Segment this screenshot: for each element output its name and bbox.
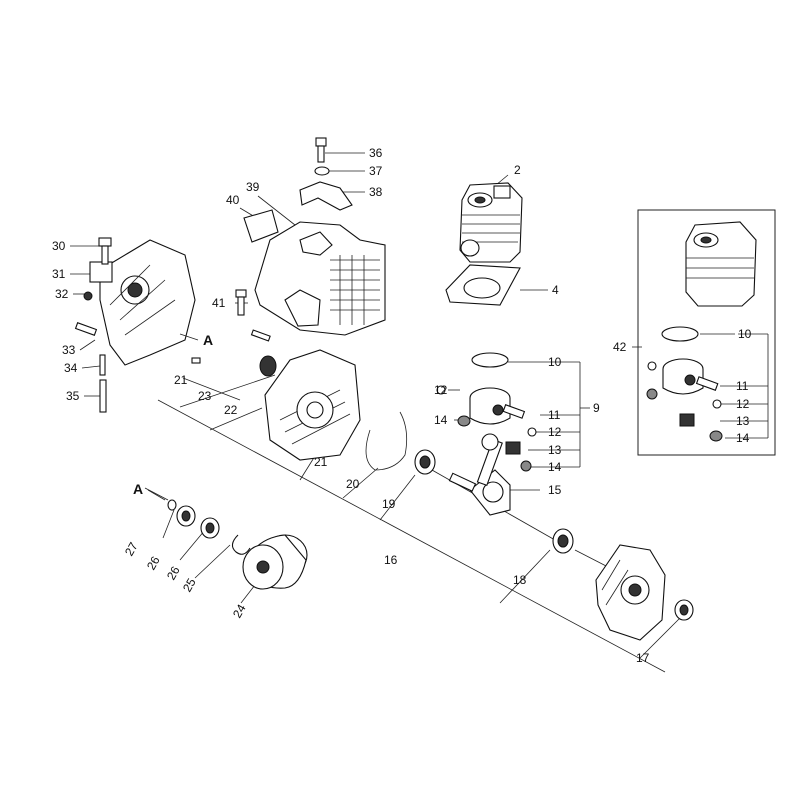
clip-12 — [436, 385, 446, 395]
callout-9: 9 — [593, 401, 600, 415]
callout-12c: 12 — [736, 397, 750, 411]
crankcase-left — [264, 349, 361, 461]
callout-14a: 14 — [434, 413, 448, 427]
kit-clip-b — [712, 399, 722, 409]
bolt-41 — [235, 289, 247, 316]
nut-32 — [83, 291, 93, 301]
needle-bearing-13 — [505, 441, 521, 455]
kit-ring — [661, 326, 699, 342]
callout-42: 42 — [613, 340, 627, 354]
callout-16: 16 — [384, 553, 398, 567]
callout-22: 22 — [224, 403, 238, 417]
callout-13a: 13 — [548, 443, 562, 457]
callout-33: 33 — [62, 343, 76, 357]
piston-9 — [469, 387, 511, 425]
piston-kit-box — [637, 209, 776, 456]
bolt-23 — [250, 329, 271, 342]
callout-14c: 14 — [736, 431, 750, 445]
washer-14 — [457, 415, 471, 427]
pin-21 — [191, 357, 201, 364]
engine-cover — [254, 221, 386, 336]
callout-21a: 21 — [174, 373, 188, 387]
rod-35 — [99, 379, 107, 413]
seal-22 — [259, 355, 277, 377]
bearing-26a — [176, 505, 196, 527]
callout-20: 20 — [346, 477, 360, 491]
callout-15: 15 — [548, 483, 562, 497]
callout-32: 32 — [55, 287, 69, 301]
callout-25: 25 — [180, 576, 199, 595]
callout-37: 37 — [369, 164, 383, 178]
washer-27 — [167, 499, 177, 511]
kit-cylinder — [685, 221, 757, 307]
washer-37 — [314, 166, 330, 176]
bearing-18 — [552, 528, 574, 554]
callout-10a: 10 — [548, 355, 562, 369]
callout-2: 2 — [514, 163, 521, 177]
callout-12a: 12 — [434, 383, 448, 397]
callout-27: 27 — [122, 540, 141, 559]
marker-a-bottom: A — [133, 481, 143, 497]
fan-housing — [89, 239, 196, 366]
callout-35: 35 — [66, 389, 80, 403]
callout-11a: 11 — [548, 408, 561, 422]
callout-labels: 2 4 9 10 11 12 12 13 14 14 15 16 17 18 1… — [52, 146, 752, 665]
bearing-19 — [414, 449, 436, 475]
kit-washer-b — [709, 430, 723, 442]
washer-14b — [520, 460, 532, 472]
bolt-36 — [315, 137, 327, 163]
callout-12b: 12 — [548, 425, 562, 439]
callout-26a: 26 — [144, 554, 163, 573]
callout-34: 34 — [64, 361, 78, 375]
callout-39: 39 — [246, 180, 260, 194]
callout-24: 24 — [230, 602, 249, 621]
kit-pin — [695, 376, 719, 391]
pin-11 — [502, 404, 526, 419]
bolt-30 — [98, 237, 112, 265]
callout-31: 31 — [52, 267, 66, 281]
circlip-25 — [231, 534, 251, 555]
cylinder-part — [459, 182, 523, 263]
callout-40: 40 — [226, 193, 240, 207]
pad-40 — [243, 209, 279, 243]
pin-34 — [99, 354, 106, 376]
marker-a-top: A — [203, 332, 213, 348]
clutch-drum — [242, 534, 308, 590]
callout-30: 30 — [52, 239, 66, 253]
clip-12b — [527, 427, 537, 437]
callout-23: 23 — [198, 389, 212, 403]
callout-38: 38 — [369, 185, 383, 199]
callout-41: 41 — [212, 296, 226, 310]
kit-clip — [647, 361, 657, 371]
crankcase-right — [595, 544, 666, 641]
seal-17 — [674, 599, 694, 621]
cover-plate — [299, 181, 353, 211]
callout-13b: 13 — [736, 414, 750, 428]
callout-11b: 11 — [736, 379, 749, 393]
callout-4: 4 — [552, 283, 559, 297]
callout-18: 18 — [513, 573, 527, 587]
callout-14b: 14 — [548, 460, 562, 474]
kit-needle-bearing — [679, 413, 695, 427]
callout-19: 19 — [382, 497, 396, 511]
callout-17: 17 — [636, 651, 650, 665]
callout-21b: 21 — [314, 455, 328, 469]
kit-washer — [646, 388, 658, 400]
callout-10b: 10 — [738, 327, 752, 341]
ring-10 — [471, 352, 509, 368]
crankcase-gasket — [365, 411, 408, 471]
bearing-26b — [200, 517, 220, 539]
kit-piston — [662, 358, 704, 395]
bolt-33 — [74, 322, 98, 336]
crankshaft — [448, 433, 511, 516]
callout-36: 36 — [369, 146, 383, 160]
callout-26b: 26 — [164, 564, 183, 583]
